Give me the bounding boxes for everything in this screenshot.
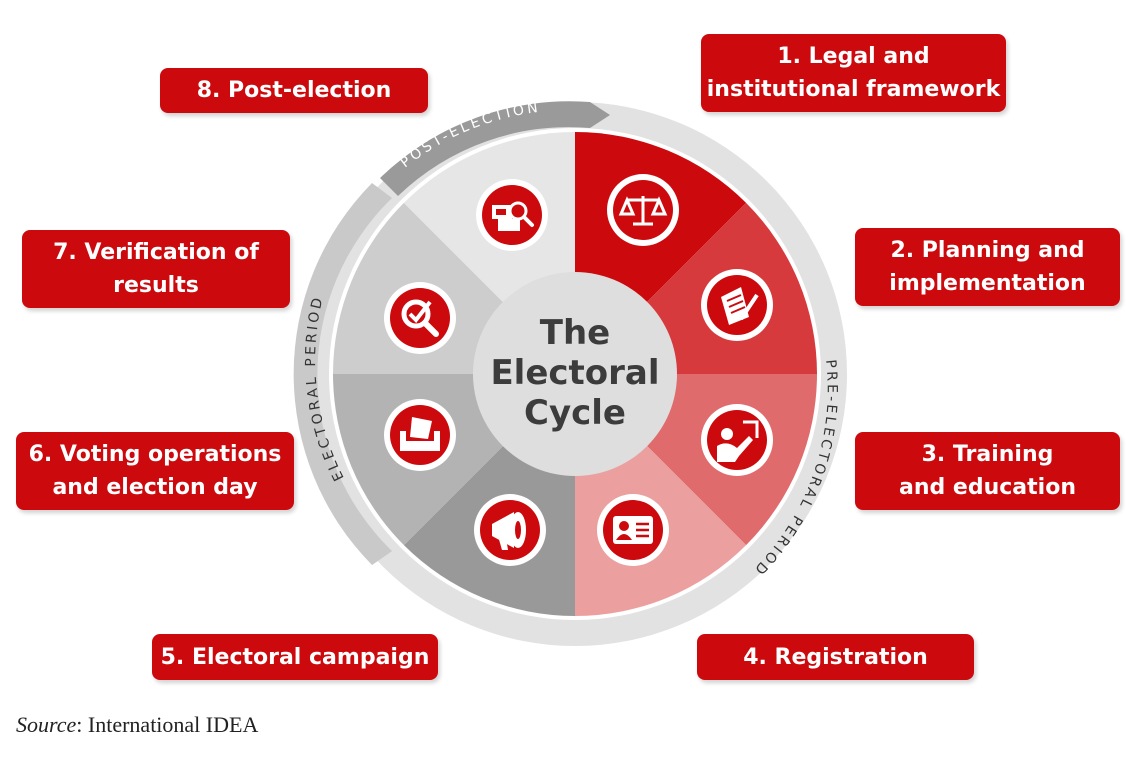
center-title-line-3: Cycle <box>524 393 626 433</box>
check-magnifier-icon <box>384 282 456 354</box>
stage-2-line-2: implementation <box>889 271 1086 296</box>
stage-label-6-voting: 6. Voting operations and election day <box>16 432 294 510</box>
center-title-line-2: Electoral <box>490 353 659 393</box>
stage-1-line-2: institutional framework <box>706 77 1001 102</box>
id-card-icon <box>597 494 669 566</box>
teacher-presentation-icon <box>701 404 773 476</box>
stage-label-4-registration: 4. Registration <box>697 634 974 680</box>
stage-3-line-1: 3. Training <box>921 442 1054 467</box>
stage-label-2-planning: 2. Planning and implementation <box>855 228 1120 306</box>
source-caption: Source: International IDEA <box>16 712 258 738</box>
scales-of-justice-icon <box>607 174 679 246</box>
ballot-box-icon <box>384 399 456 471</box>
stage-label-3-training: 3. Training and education <box>855 432 1120 510</box>
post-election-arrow <box>380 101 610 196</box>
stage-label-7-verification: 7. Verification of results <box>22 230 290 308</box>
stage-7-line-2: results <box>113 273 199 298</box>
stage-8-line-1: 8. Post-election <box>196 78 392 103</box>
stage-label-5-campaign: 5. Electoral campaign <box>152 634 438 680</box>
stage-5-line-1: 5. Electoral campaign <box>160 644 430 670</box>
center-disc <box>473 272 677 476</box>
stage-2-line-1: 2. Planning and <box>890 238 1085 263</box>
stage-3-line-2: and education <box>899 475 1076 500</box>
stage-7-line-1: 7. Verification of <box>53 240 259 265</box>
stage-1-line-1: 1. Legal and <box>777 44 930 69</box>
stage-label-1-legal-framework: 1. Legal and institutional framework <box>701 34 1006 112</box>
archive-search-icon <box>476 179 548 251</box>
center-title-line-1: The <box>540 313 610 353</box>
stage-4-line-1: 4. Registration <box>743 644 928 670</box>
stage-6-line-2: and election day <box>52 475 258 500</box>
stage-6-line-1: 6. Voting operations <box>28 442 282 467</box>
stage-label-8-post-election: 8. Post-election <box>160 68 428 113</box>
document-signing-icon <box>701 269 773 341</box>
electoral-period-arrow <box>293 183 392 565</box>
source-prefix: Source <box>16 712 77 737</box>
source-text: : International IDEA <box>76 712 259 737</box>
megaphone-icon <box>474 494 546 566</box>
